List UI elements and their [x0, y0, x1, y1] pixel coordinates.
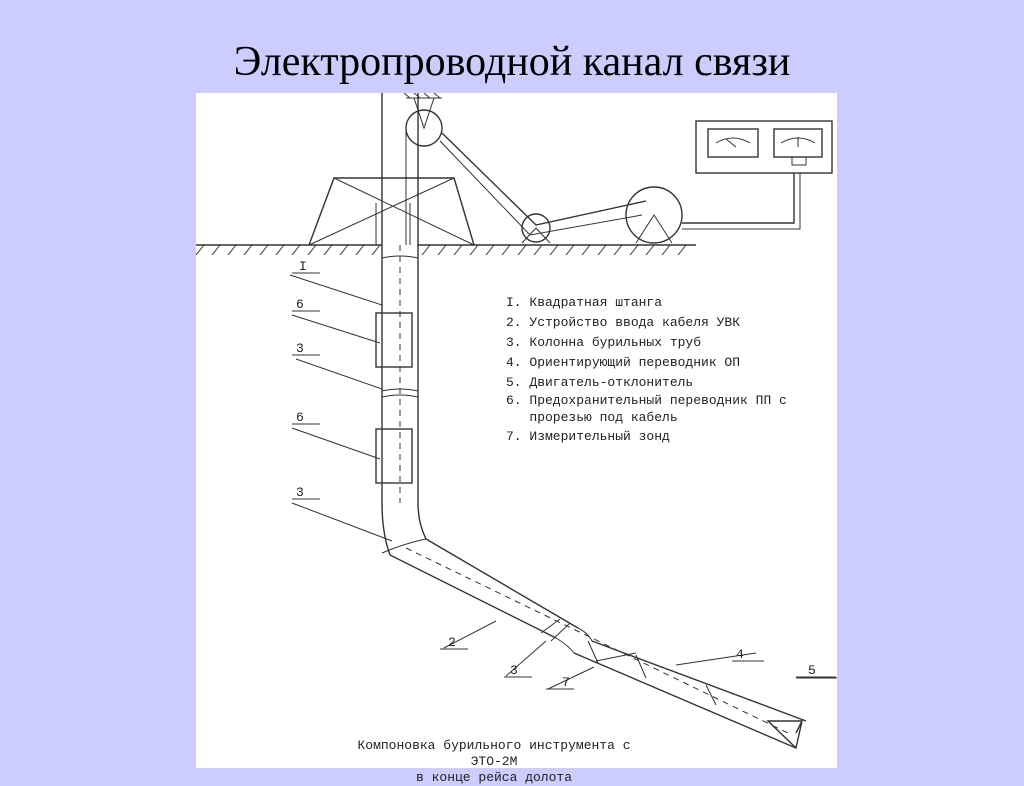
kelly-outline: [381, 93, 419, 245]
inclined-string-lower-right: [591, 640, 807, 722]
safety-sub-2: [375, 428, 413, 484]
safety-sub-1: [375, 312, 413, 368]
cable-surface: [441, 132, 647, 226]
legend-item: 4. Ориентирующий переводник ОП: [506, 355, 741, 370]
drill-string-diagram: [196, 93, 837, 750]
drawing-caption: Компоновка бурильного инструмента с ЭТО-…: [344, 738, 644, 786]
callout-label: 7: [562, 675, 570, 690]
legend-item: 2. Устройство ввода кабеля УВК: [506, 315, 741, 330]
legend-item: 5. Двигатель-отклонитель: [506, 375, 694, 390]
inclined-string-lower-left: [573, 652, 797, 749]
inclined-string-upper-right: [425, 538, 579, 629]
legend-item: 6. Предохранительный переводник ПП с: [506, 393, 787, 408]
legend-item: прорезью под кабель: [506, 410, 678, 425]
callout-label: 3: [296, 341, 304, 356]
callout-label: 6: [296, 297, 304, 312]
caption-line-1: Компоновка бурильного инструмента с ЭТО-…: [357, 738, 631, 769]
callout-label: 3: [296, 485, 304, 500]
drill-bit: [766, 720, 803, 750]
legend-item: 3. Колонна бурильных труб: [506, 335, 702, 350]
gauge-left: [707, 128, 759, 158]
callout-label: 2: [448, 635, 456, 650]
drill-string-right: [417, 245, 427, 540]
cable-to-panel: [682, 173, 795, 224]
caption-line-2: в конце рейса долота: [415, 770, 573, 785]
callout-label: 4: [736, 647, 744, 662]
drill-string-left: [381, 245, 391, 556]
callout-leaders: [289, 274, 837, 690]
legend-item: 7. Измерительный зонд: [506, 429, 670, 444]
legend-item: I. Квадратная штанга: [506, 295, 663, 310]
callout-label: 5: [808, 663, 816, 678]
instrument-panel: [695, 120, 833, 174]
parts-legend: I. Квадратная штанга 2. Устройство ввода…: [506, 293, 787, 447]
rig-cross: [308, 177, 475, 246]
callout-label: 3: [510, 663, 518, 678]
ground-hatching: [196, 244, 687, 256]
guide-pulley: [521, 213, 551, 243]
technical-drawing: I 6 3 6 3 2 3 7 4 5 I. Квадратная штанга…: [196, 93, 837, 785]
rig-base: [308, 177, 475, 246]
winch-drum: [625, 186, 683, 244]
inclined-string-upper-left: [389, 554, 557, 639]
slide-title: Электропроводной канал связи: [233, 39, 791, 85]
callout-label: I: [299, 259, 307, 274]
callout-label: 6: [296, 410, 304, 425]
